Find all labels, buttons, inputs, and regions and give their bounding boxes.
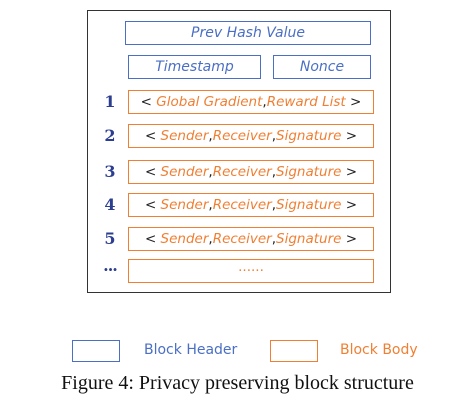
prev-hash-label: Prev Hash Value xyxy=(191,25,305,41)
row3-sep1: , xyxy=(208,164,213,180)
body-row-4: < Sender, Receiver, Signature > xyxy=(128,193,374,217)
row4-sep2: , xyxy=(271,197,277,213)
body-row-ellipsis: ······ xyxy=(128,259,374,283)
legend-body-label: Block Body xyxy=(340,342,418,358)
prev-hash-field: Prev Hash Value xyxy=(125,21,371,45)
body-row-5: < Sender, Receiver, Signature > xyxy=(128,227,374,251)
nonce-field: Nonce xyxy=(273,55,371,79)
row4-receiver: Receiver xyxy=(212,197,272,213)
row1-field-a: Global Gradient xyxy=(156,94,263,110)
row2-sender: Sender xyxy=(160,128,209,144)
row3-sender: Sender xyxy=(160,164,209,180)
row5-sep2: , xyxy=(271,231,277,247)
row1-sep: , xyxy=(262,94,267,110)
row4-close: > xyxy=(345,197,358,213)
row-index-2: 2 xyxy=(104,126,116,145)
timestamp-field: Timestamp xyxy=(128,55,261,79)
row3-sep2: , xyxy=(271,164,277,180)
timestamp-label: Timestamp xyxy=(155,59,234,75)
legend-header-swatch xyxy=(72,340,120,362)
row4-open: < xyxy=(144,197,157,213)
body-row-1: < Global Gradient, Reward List > xyxy=(128,90,374,114)
row5-sender: Sender xyxy=(160,231,209,247)
row-index-1: 1 xyxy=(104,92,116,111)
row2-signature: Signature xyxy=(276,128,342,144)
body-row-3: < Sender, Receiver, Signature > xyxy=(128,160,374,184)
nonce-label: Nonce xyxy=(299,59,345,75)
row1-field-b: Reward List xyxy=(266,94,346,110)
row5-close: > xyxy=(345,231,358,247)
body-row-2: < Sender, Receiver, Signature > xyxy=(128,124,374,148)
row2-close: > xyxy=(345,128,358,144)
row2-sep1: , xyxy=(208,128,213,144)
row-index-3: 3 xyxy=(104,162,116,181)
legend-body-swatch xyxy=(270,340,318,362)
row2-open: < xyxy=(144,128,157,144)
row3-receiver: Receiver xyxy=(212,164,272,180)
row3-close: > xyxy=(345,164,358,180)
row5-signature: Signature xyxy=(276,231,342,247)
row2-sep2: , xyxy=(271,128,277,144)
block-outline xyxy=(87,10,391,293)
row4-sep1: , xyxy=(208,197,213,213)
row-index-5: 5 xyxy=(104,229,116,248)
row1-open: < xyxy=(140,94,152,110)
row5-sep1: , xyxy=(208,231,213,247)
row-index-ellipsis: ··· xyxy=(103,260,118,279)
row4-sender: Sender xyxy=(160,197,209,213)
row1-close: > xyxy=(350,94,362,110)
row4-signature: Signature xyxy=(276,197,342,213)
row3-signature: Signature xyxy=(276,164,342,180)
row3-open: < xyxy=(144,164,157,180)
legend-header-label: Block Header xyxy=(144,342,238,358)
ellipsis-dots: ······ xyxy=(238,263,264,279)
row-index-4: 4 xyxy=(104,195,116,214)
row5-receiver: Receiver xyxy=(212,231,272,247)
row2-receiver: Receiver xyxy=(212,128,272,144)
figure-caption: Figure 4: Privacy preserving block struc… xyxy=(61,372,414,394)
row5-open: < xyxy=(144,231,157,247)
